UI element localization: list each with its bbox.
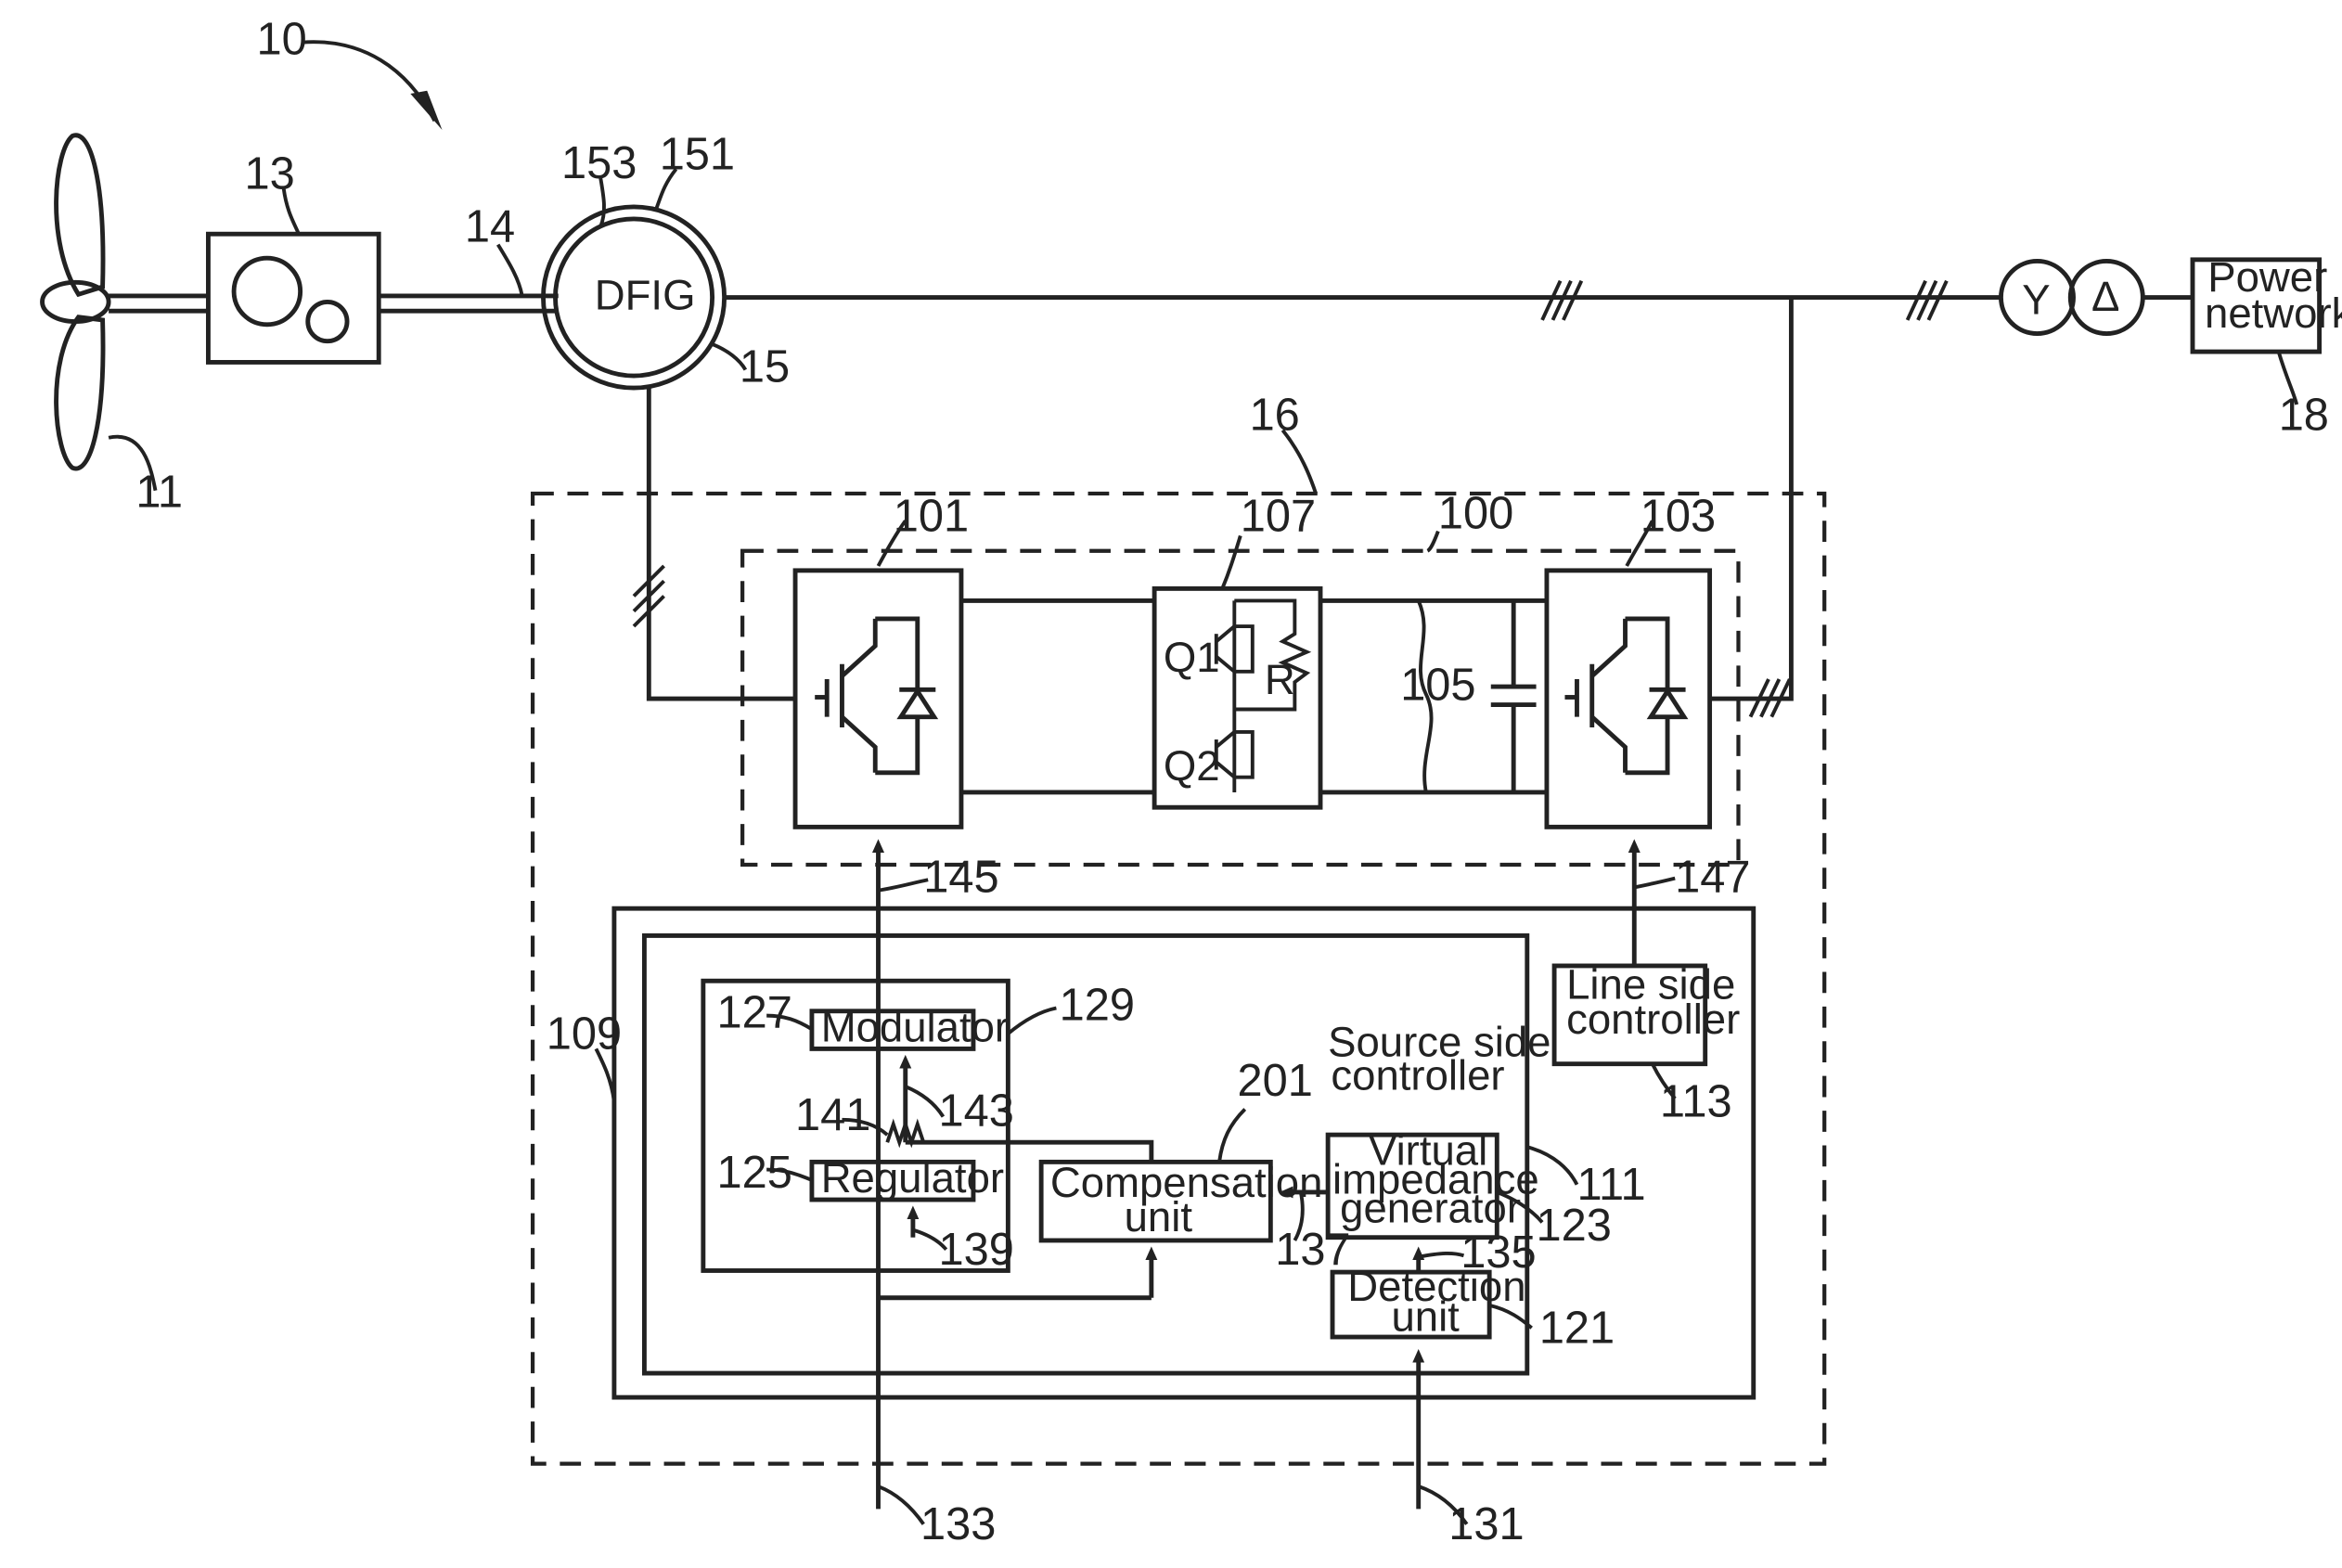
ref-125: 125: [716, 1148, 791, 1198]
ref-113: 113: [1660, 1077, 1732, 1127]
ref-131: 131: [1448, 1499, 1524, 1549]
ref-127: 127: [716, 988, 791, 1038]
compensation-unit-label-line2: unit: [1125, 1193, 1193, 1240]
ref-129: 129: [1060, 981, 1135, 1031]
ref-201: 201: [1238, 1056, 1313, 1106]
ref-121: 121: [1539, 1304, 1615, 1354]
virtual-impedance-label-line3: generator: [1340, 1184, 1521, 1231]
ref-141: 141: [795, 1090, 870, 1140]
leader-100: [1427, 532, 1437, 551]
ref-109: 109: [547, 1009, 622, 1059]
power-network-label-line2: network: [2205, 289, 2342, 337]
leader-145: [879, 880, 929, 890]
ref-143: 143: [939, 1086, 1014, 1136]
ref-18: 18: [2279, 391, 2329, 441]
ref-14: 14: [465, 201, 515, 251]
ref-101: 101: [894, 492, 969, 542]
ref-139: 139: [939, 1225, 1014, 1275]
dc-capacitor-icon: [1491, 600, 1537, 792]
ref-100: 100: [1438, 488, 1513, 538]
ref-105: 105: [1400, 661, 1475, 711]
ref-10: 10: [256, 15, 306, 65]
ref-15: 15: [740, 342, 790, 392]
rotor-blades: [43, 135, 109, 469]
ref-11: 11: [135, 468, 183, 518]
leader-147: [1634, 879, 1675, 888]
ref-151: 151: [660, 129, 735, 179]
ref-145: 145: [923, 852, 998, 902]
ref-107: 107: [1241, 492, 1316, 542]
leader-14: [498, 245, 522, 296]
q2-label: Q2: [1164, 742, 1220, 790]
leader-107: [1222, 535, 1241, 588]
detection-unit-label-line2: unit: [1391, 1293, 1460, 1341]
ref-137: 137: [1275, 1225, 1350, 1275]
wye-symbol: Y: [2022, 276, 2050, 323]
rotor-to-source-converter: [649, 388, 795, 699]
source-side-controller-label-line2: controller: [1331, 1051, 1504, 1099]
grid-to-line-converter: [1710, 298, 1792, 700]
ref-123: 123: [1537, 1201, 1612, 1251]
leader-10: [302, 42, 434, 121]
delta-symbol: Δ: [2091, 273, 2119, 320]
q1-label: Q1: [1164, 634, 1220, 681]
resistor-label: R: [1265, 656, 1295, 703]
leader-133: [879, 1486, 924, 1524]
ref-103: 103: [1641, 492, 1716, 542]
regulator-label: Regulator: [821, 1154, 1004, 1202]
ref-133: 133: [920, 1499, 996, 1549]
dfig-label: DFIG: [595, 272, 696, 319]
ref-16: 16: [1250, 391, 1300, 441]
modulator-label: Modulator: [821, 1003, 1009, 1050]
three-phase-mark-1: [1542, 281, 1581, 320]
line-side-controller-label-line2: controller: [1566, 996, 1740, 1043]
ref-147: 147: [1675, 852, 1750, 902]
leader-10-arrowhead: [410, 91, 442, 130]
three-phase-mark-2: [1908, 281, 1947, 320]
ref-153: 153: [561, 138, 637, 188]
ref-13: 13: [244, 148, 294, 199]
